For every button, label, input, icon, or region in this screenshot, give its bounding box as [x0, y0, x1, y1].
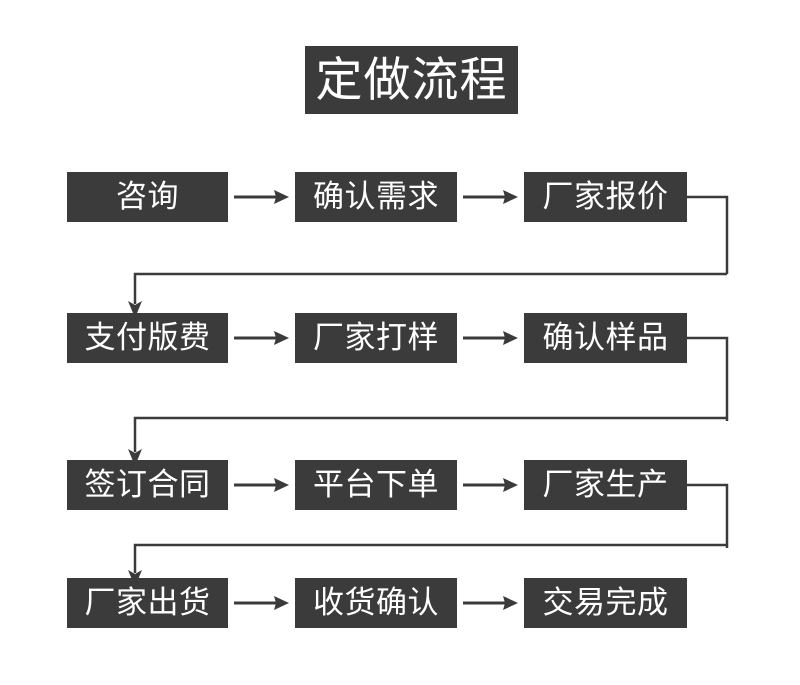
right-arrow-icon — [463, 473, 518, 497]
step-label: 厂家报价 — [542, 178, 669, 215]
step-box-transaction-complete[interactable]: 交易完成 — [524, 578, 687, 628]
diagram-title-box: 定做流程 — [305, 46, 518, 114]
right-arrow-icon — [234, 473, 289, 497]
right-arrow-icon — [234, 185, 289, 209]
right-arrow-icon — [234, 326, 289, 350]
step-box-pay-plate-fee[interactable]: 支付版费 — [67, 313, 228, 363]
step-box-platform-order[interactable]: 平台下单 — [295, 460, 457, 510]
step-label: 平台下单 — [313, 466, 439, 503]
step-box-factory-shipment[interactable]: 厂家出货 — [67, 578, 228, 628]
step-label: 签订合同 — [84, 466, 211, 503]
step-label: 厂家打样 — [313, 319, 439, 356]
step-label: 确认需求 — [313, 178, 439, 215]
elbow-connector-down-icon — [686, 331, 732, 461]
step-label: 交易完成 — [542, 584, 669, 621]
step-box-consultation[interactable]: 咨询 — [67, 172, 228, 222]
elbow-connector-down-icon — [686, 478, 732, 588]
step-label: 支付版费 — [84, 319, 211, 356]
step-box-factory-production[interactable]: 厂家生产 — [524, 460, 687, 510]
step-box-factory-sample[interactable]: 厂家打样 — [295, 313, 457, 363]
right-arrow-icon — [463, 185, 518, 209]
step-label: 收货确认 — [313, 584, 439, 621]
step-box-confirm-requirements[interactable]: 确认需求 — [295, 172, 457, 222]
elbow-connector-down-icon — [686, 190, 732, 320]
step-label: 厂家出货 — [84, 584, 211, 621]
right-arrow-icon — [463, 591, 518, 615]
step-label: 咨询 — [116, 178, 179, 215]
right-arrow-icon — [463, 326, 518, 350]
step-box-factory-quote[interactable]: 厂家报价 — [524, 172, 687, 222]
step-label: 厂家生产 — [542, 466, 669, 503]
diagram-title: 定做流程 — [315, 52, 508, 108]
step-label: 确认样品 — [542, 319, 669, 356]
step-box-sign-contract[interactable]: 签订合同 — [67, 460, 228, 510]
step-box-confirm-sample[interactable]: 确认样品 — [524, 313, 687, 363]
step-box-receipt-confirmation[interactable]: 收货确认 — [295, 578, 457, 628]
right-arrow-icon — [234, 591, 289, 615]
